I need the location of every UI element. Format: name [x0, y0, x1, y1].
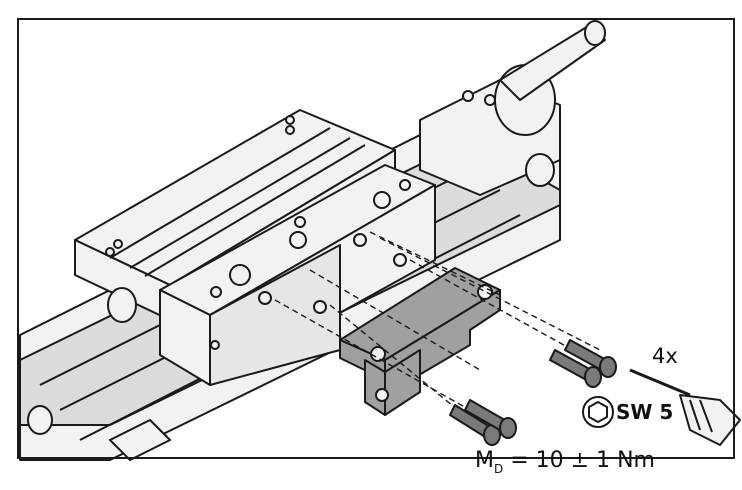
torque-symbol: M [475, 448, 494, 473]
frame-left [17, 18, 19, 458]
torque-subscript: D [493, 462, 504, 476]
frame-top [17, 18, 735, 20]
cylinder-rod [419, 20, 606, 196]
frame-bottom [17, 457, 735, 459]
socket-head-screws-upper [549, 339, 617, 388]
frame-right [733, 18, 735, 458]
cable-connector [27, 405, 171, 461]
hex-socket-icon [582, 396, 614, 428]
wrench-size-label: SW 5 [616, 400, 674, 424]
damper-knob [107, 153, 555, 323]
alignment-lines [274, 231, 601, 421]
torque-value: = 10 ± 1 Nm [510, 448, 655, 473]
screw-quantity-label: 4x [652, 344, 678, 368]
torque-spec-label: MD = 10 ± 1 Nm [475, 448, 655, 476]
carriage-block [159, 164, 436, 386]
mounting-bracket [339, 267, 501, 416]
socket-head-screws-lower [449, 399, 517, 446]
hex-key-tool [629, 368, 741, 446]
